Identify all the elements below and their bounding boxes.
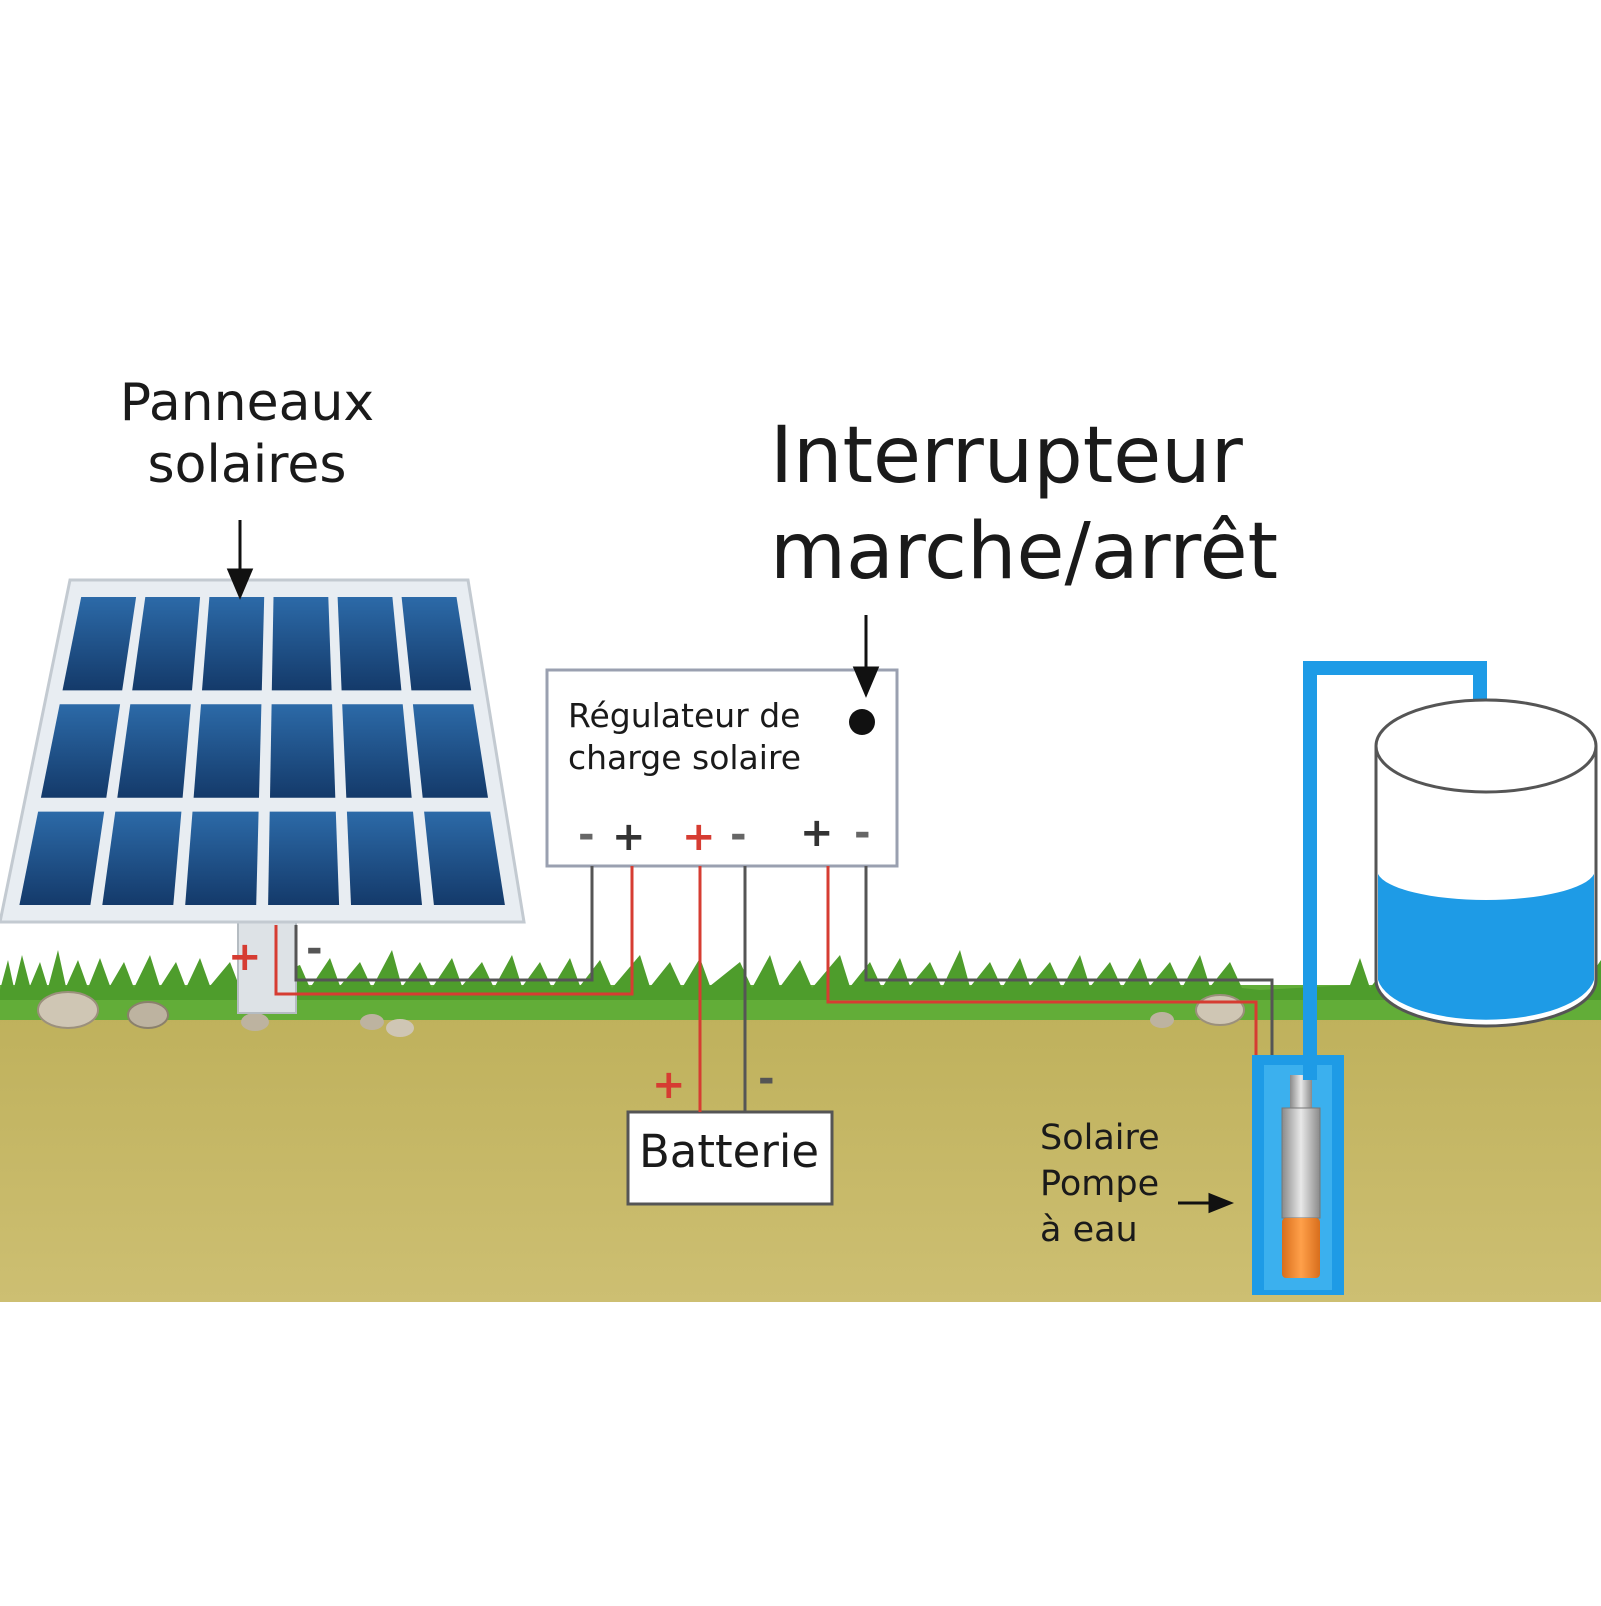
panel-cell bbox=[132, 597, 201, 691]
pump-label: Solaire Pompe à eau bbox=[1040, 1115, 1160, 1253]
panel-cell bbox=[346, 811, 422, 905]
panel-cell bbox=[337, 597, 402, 691]
panel-cell bbox=[62, 597, 137, 691]
water-tank bbox=[1374, 698, 1598, 1028]
battery-terminal-negative: - bbox=[758, 1056, 775, 1102]
switch-label-line2: marche/arrêt bbox=[770, 507, 1279, 597]
panel-cell bbox=[412, 704, 488, 798]
battery-label: Batterie bbox=[638, 1125, 820, 1178]
panel-cell bbox=[268, 811, 340, 905]
panel-cell bbox=[185, 811, 259, 905]
panel-cell bbox=[117, 704, 191, 798]
switch-button[interactable] bbox=[849, 709, 875, 735]
regulator-terminal-1: - bbox=[578, 812, 595, 858]
panel-cell bbox=[271, 597, 332, 691]
pump-arrow bbox=[1178, 1192, 1235, 1214]
battery-box bbox=[626, 1110, 834, 1206]
water-pipe bbox=[1303, 661, 1487, 1080]
regulator-terminal-2: + bbox=[612, 814, 646, 860]
stones bbox=[37, 991, 1245, 1037]
panel-terminal-negative: - bbox=[306, 926, 323, 972]
pump bbox=[1281, 1075, 1321, 1278]
regulator-terminal-6: - bbox=[854, 810, 871, 856]
regulator-label-line1: Régulateur de bbox=[568, 696, 801, 735]
regulator-label-line2: charge solaire bbox=[568, 738, 802, 777]
switch-arrow bbox=[852, 615, 880, 698]
regulator-terminal-4: - bbox=[730, 812, 747, 858]
panel-terminal-positive: + bbox=[228, 934, 262, 980]
pump-label-line3: à eau bbox=[1040, 1210, 1138, 1250]
solar-panel bbox=[0, 578, 526, 924]
regulator-terminal-3: + bbox=[682, 814, 716, 860]
terminal-signs: - + + - + - + - + - bbox=[228, 810, 871, 1108]
panel-cell bbox=[401, 597, 472, 691]
pump-label-line2: Pompe bbox=[1040, 1164, 1160, 1204]
pump-label-line1: Solaire bbox=[1040, 1118, 1160, 1158]
charge-regulator-box bbox=[545, 668, 899, 868]
switch-label: Interrupteur marche/arrêt bbox=[770, 408, 1278, 600]
panel-cell bbox=[202, 597, 265, 691]
panel-cell bbox=[270, 704, 336, 798]
panel-cell bbox=[424, 811, 505, 905]
regulator-terminal-5: + bbox=[800, 810, 834, 856]
panel-cell bbox=[193, 704, 262, 798]
solar-panels-label-line2: solaires bbox=[147, 435, 347, 495]
panel-cell bbox=[40, 704, 121, 798]
pointer-arrows bbox=[226, 520, 1235, 1214]
solar-panels-label: Panneaux solaires bbox=[112, 372, 382, 496]
panels-arrow bbox=[226, 520, 254, 600]
panel-cell bbox=[19, 811, 105, 905]
solar-panels-label-line1: Panneaux bbox=[119, 373, 375, 433]
battery-terminal-positive: + bbox=[652, 1062, 686, 1108]
switch-label-line1: Interrupteur bbox=[770, 411, 1243, 501]
regulator-label: Régulateur de charge solaire bbox=[568, 695, 801, 779]
panel-cell bbox=[342, 704, 412, 798]
panel-cell bbox=[102, 811, 182, 905]
